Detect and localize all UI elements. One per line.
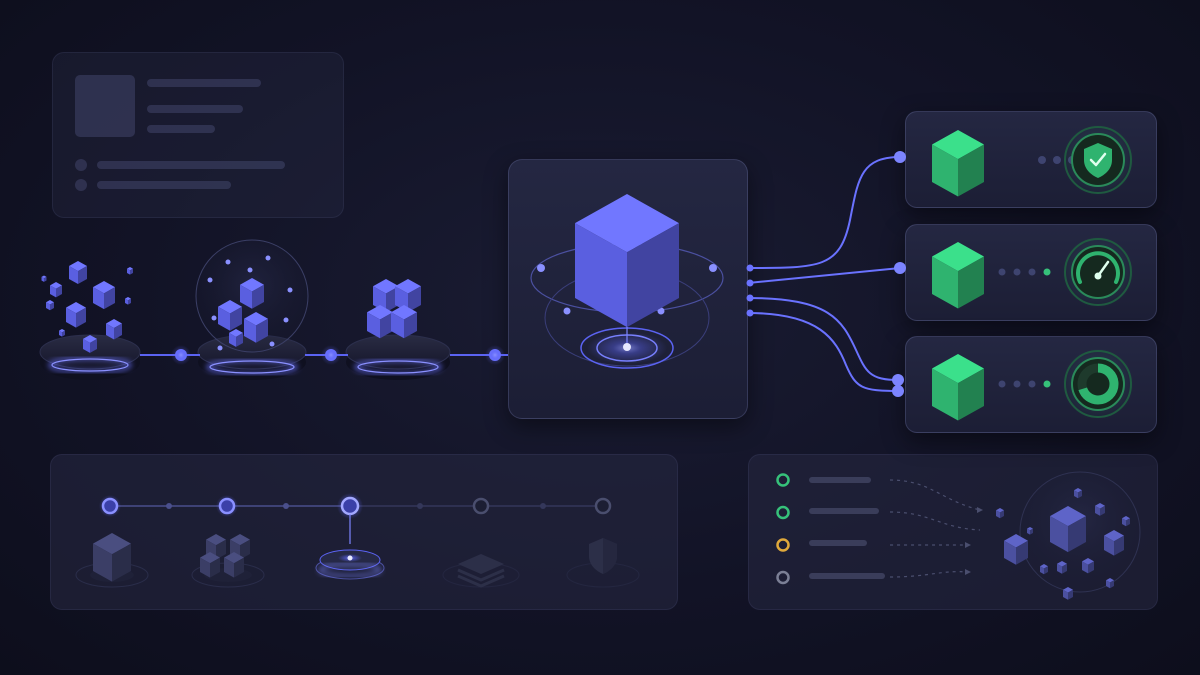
small-cube-icon bbox=[240, 278, 264, 309]
placeholder-line bbox=[147, 105, 243, 113]
particle-dot bbox=[265, 255, 271, 261]
timeline-step-4[interactable] bbox=[472, 497, 490, 515]
pipeline-connectors bbox=[140, 345, 508, 365]
status-list bbox=[776, 473, 790, 585]
status-indicator-ok bbox=[776, 505, 790, 520]
shield-icon bbox=[566, 538, 640, 588]
particle-dot bbox=[225, 259, 231, 265]
timeline-step-5[interactable] bbox=[594, 497, 612, 515]
stacked-cube-icon bbox=[391, 305, 417, 339]
small-cube-icon bbox=[1122, 516, 1130, 527]
small-cube-icon bbox=[69, 261, 87, 285]
small-cube-icon bbox=[1040, 564, 1048, 575]
small-cube-icon bbox=[50, 282, 62, 298]
placeholder-line bbox=[97, 181, 231, 189]
status-indicator-warning bbox=[776, 538, 790, 552]
green-cube-icon bbox=[932, 242, 984, 309]
small-cube-icon bbox=[41, 275, 47, 282]
small-cube-icon bbox=[46, 300, 54, 311]
placeholder-line bbox=[147, 125, 215, 133]
placeholder-line bbox=[147, 79, 261, 87]
small-cube-icon bbox=[83, 335, 97, 353]
small-cube-icon bbox=[996, 508, 1004, 519]
particle-dot bbox=[217, 345, 223, 351]
small-cube-icon bbox=[66, 302, 86, 328]
small-cube-icon bbox=[1027, 527, 1033, 535]
cube-cluster-icon bbox=[224, 552, 244, 578]
placeholder-thumbnail bbox=[75, 75, 135, 137]
single-cube-icon bbox=[93, 533, 131, 582]
cube-layer bbox=[41, 130, 1130, 600]
small-cube-icon bbox=[1095, 503, 1105, 516]
status-flow-lines bbox=[889, 479, 983, 578]
small-cube-icon bbox=[218, 300, 242, 331]
core-cube-icon bbox=[575, 194, 679, 328]
speedometer-icon bbox=[1062, 236, 1134, 308]
small-cube-icon bbox=[1004, 534, 1028, 565]
particle-dot bbox=[247, 267, 253, 273]
status-indicator-ok bbox=[776, 473, 790, 487]
small-cube-icon bbox=[106, 319, 122, 340]
stacked-cube-icon bbox=[367, 305, 393, 339]
small-cube-icon bbox=[125, 297, 131, 305]
timeline-step-2[interactable] bbox=[216, 495, 238, 517]
small-cube-icon bbox=[1106, 578, 1114, 589]
timeline-step-3[interactable] bbox=[337, 493, 363, 544]
timeline-step-1[interactable] bbox=[99, 495, 121, 517]
small-cube-icon bbox=[1057, 561, 1067, 574]
shield-check-icon bbox=[1062, 124, 1134, 196]
placeholder-card bbox=[52, 52, 344, 218]
small-cube-icon bbox=[1063, 587, 1073, 600]
status-indicator-idle bbox=[776, 570, 790, 585]
small-cube-icon bbox=[1050, 506, 1086, 553]
placeholder-line bbox=[97, 161, 285, 169]
cube-cluster-icon bbox=[200, 552, 220, 578]
small-cube-icon bbox=[229, 329, 243, 347]
donut-progress-icon bbox=[1062, 348, 1134, 420]
particle-dot bbox=[283, 317, 289, 323]
particle-dot bbox=[207, 277, 213, 283]
pedestal-assembled bbox=[345, 334, 451, 380]
placeholder-bullet bbox=[75, 159, 87, 171]
output-row-3 bbox=[998, 380, 1051, 388]
status-list-lines bbox=[809, 477, 885, 579]
green-cube-icon bbox=[932, 354, 984, 421]
small-cube-icon bbox=[93, 281, 115, 310]
particle-dot bbox=[287, 287, 293, 293]
green-cube-icon bbox=[932, 130, 984, 197]
small-cube-icon bbox=[1104, 530, 1124, 556]
small-cube-icon bbox=[127, 267, 133, 275]
output-connectors bbox=[746, 151, 906, 397]
placeholder-bullet bbox=[75, 179, 87, 191]
glowing-disc-icon bbox=[315, 549, 385, 580]
small-cube-icon bbox=[59, 329, 65, 337]
particle-dot bbox=[211, 315, 217, 321]
small-cube-icon bbox=[1082, 558, 1094, 574]
layer-stack-icon bbox=[442, 554, 520, 588]
small-cube-icon bbox=[1074, 488, 1082, 499]
timeline-panel bbox=[50, 454, 678, 610]
output-row-2 bbox=[998, 268, 1051, 276]
small-cube-icon bbox=[244, 312, 268, 343]
particle-dot bbox=[269, 341, 275, 347]
